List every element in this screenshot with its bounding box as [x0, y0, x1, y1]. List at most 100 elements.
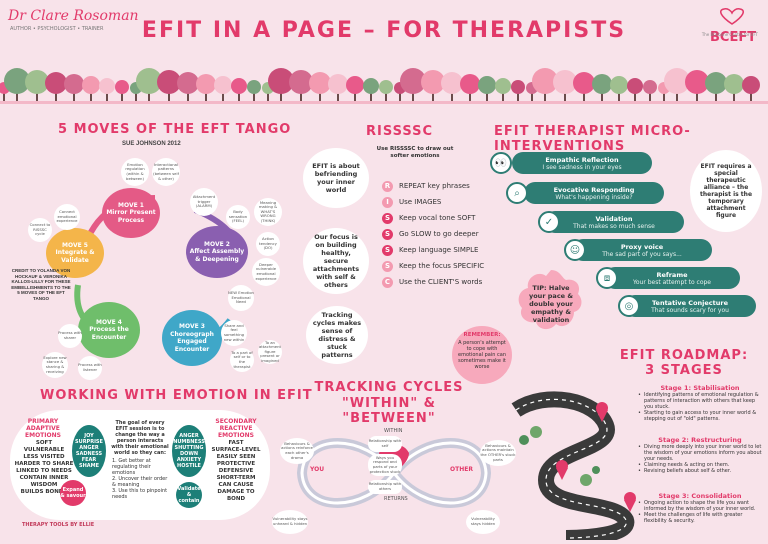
emotion-heading: WORKING WITH EMOTION IN EFIT	[40, 388, 313, 403]
tree-crown	[495, 78, 511, 94]
tree-trunk	[750, 90, 752, 102]
tree-trunk	[696, 90, 698, 102]
tree-crown	[309, 72, 331, 94]
rissssc-item: S Keep the focus SPECIFIC	[382, 258, 502, 274]
tracking-note: Ways you respond and parts of your prote…	[368, 454, 402, 476]
tree-crown	[705, 72, 727, 94]
rissssc-text: Go SLOW to go deeper	[399, 230, 479, 238]
tracking-subheading: "WITHIN" & "BETWEEN"	[341, 396, 437, 426]
eyes-icon: 👀	[490, 152, 512, 174]
rissssc-text: Keep the focus SPECIFIC	[399, 262, 485, 270]
tree-crown	[25, 70, 49, 94]
tree-trunk	[412, 90, 414, 102]
micro-sub: What's happening inside?	[555, 193, 633, 201]
tree-crown	[685, 70, 709, 94]
secondary-list: ANGER NUMBNESS SHUTTING DOWN ANXIETY HOS…	[172, 425, 206, 477]
map-pin-icon	[556, 460, 568, 480]
tree-trunk	[370, 90, 372, 102]
letter-badge: S	[382, 260, 393, 272]
tango-bubble: To an attachment figure present or imagi…	[258, 339, 282, 364]
tree-trunk	[531, 90, 533, 102]
tree-crown	[157, 70, 181, 94]
tree-crown	[592, 74, 612, 94]
letter-badge: S	[382, 244, 393, 256]
page-title: EFIT IN A PAGE – FOR THERAPISTS	[141, 18, 627, 43]
logo-subtitle: The Brisbane Centre for EFT	[701, 32, 758, 37]
tree-ground	[0, 101, 768, 104]
rissssc-sub: Use RISSSSC to draw out softer emotions	[376, 146, 454, 159]
tree-crown	[573, 72, 595, 94]
tree-trunk	[319, 90, 321, 102]
heart-logo-icon	[719, 8, 745, 25]
map-pin-icon	[624, 492, 636, 512]
letter-badge: S	[382, 228, 393, 240]
tree-crown	[742, 76, 760, 94]
tree-crown	[177, 72, 199, 94]
tree-trunk	[451, 90, 453, 102]
micro-title: Tentative Conjecture	[651, 298, 729, 307]
stage-2: Stage 2: Restructuring Diving more deepl…	[636, 436, 764, 474]
tree-trunk	[168, 90, 170, 102]
primary-list: JOY SURPRISE ANGER SADNESS FEAR SHAME	[72, 425, 106, 477]
tree-crown	[421, 70, 445, 94]
rissssc-text: Keep vocal tone SOFT	[399, 214, 476, 222]
tree-trunk	[205, 90, 207, 102]
tango-bubble: Interactional patterns (between self & o…	[152, 158, 180, 186]
stage-point: Diving more deeply into your inner world…	[638, 444, 764, 462]
goal-title: The goal of every EFIT session is to cha…	[111, 420, 169, 456]
move-2: MOVE 2 Affect Assembly & Deepening	[186, 226, 248, 278]
tree-crown	[268, 68, 294, 94]
tracking-note: Behaviours & actions reinforce each othe…	[280, 438, 314, 464]
returns-label: RETURNS	[384, 496, 408, 502]
tango-bubble: Connect emotional experience	[54, 204, 80, 230]
stage-title: Stage 3: Consolidation	[658, 492, 742, 500]
tree-trunk	[253, 90, 255, 102]
tree-crown	[724, 74, 744, 94]
tip-text: TIP: Halve your pace & double your empat…	[528, 284, 574, 324]
tree-crown	[82, 76, 100, 94]
tree-crown	[99, 78, 115, 94]
tree-trunk	[649, 90, 651, 102]
tree-trunk	[733, 90, 735, 102]
map-pin-icon	[596, 402, 608, 422]
you-label: YOU	[310, 466, 325, 473]
tree-trunk	[222, 90, 224, 102]
letter-badge: R	[382, 180, 393, 192]
tree-crown	[289, 70, 313, 94]
stage-1: Stage 1: Stabilisation Identifying patte…	[636, 384, 764, 422]
tree-trunk	[135, 90, 137, 102]
tree-trunk	[106, 90, 108, 102]
tree-trunk	[16, 90, 18, 102]
tango-bubble: Attachment trigger (ALARM)	[190, 188, 218, 216]
tree-crown	[460, 74, 480, 94]
tree-banner	[0, 68, 768, 104]
other-label: OTHER	[450, 466, 473, 473]
roadmap-road	[511, 391, 636, 540]
tree-trunk	[469, 90, 471, 102]
tree-trunk	[36, 90, 38, 102]
goal-item: 1. Get better at regulating their emotio…	[112, 458, 151, 476]
tango-credit: CREDIT TO YOLANDA VON HOCKAUF & VERONIKA…	[11, 268, 71, 301]
within-label: WITHIN	[384, 428, 403, 434]
validate-badge: Validate & contain	[176, 482, 202, 508]
tango-bubble: Process with sharer	[58, 324, 82, 348]
tango-author: SUE JOHNSON 2012	[122, 141, 181, 147]
tree-crown	[328, 74, 348, 94]
remember-title: REMEMBER:	[463, 332, 501, 338]
tree-crown	[441, 72, 463, 94]
tango-bubble: Meaning making & WHAT'S WRONG (THINK)	[254, 198, 282, 226]
magnifier-icon: ⌕	[506, 182, 528, 204]
micro-title: Proxy voice	[620, 242, 664, 251]
check-icon: ✓	[538, 211, 560, 233]
tango-bubble: Action tendency (DO)	[256, 232, 280, 256]
micro-sub: I see sadness in your eyes	[542, 163, 622, 171]
tracking-note: Relationship with self	[368, 436, 402, 452]
tree-trunk	[544, 90, 546, 102]
letter-badge: I	[382, 196, 393, 208]
